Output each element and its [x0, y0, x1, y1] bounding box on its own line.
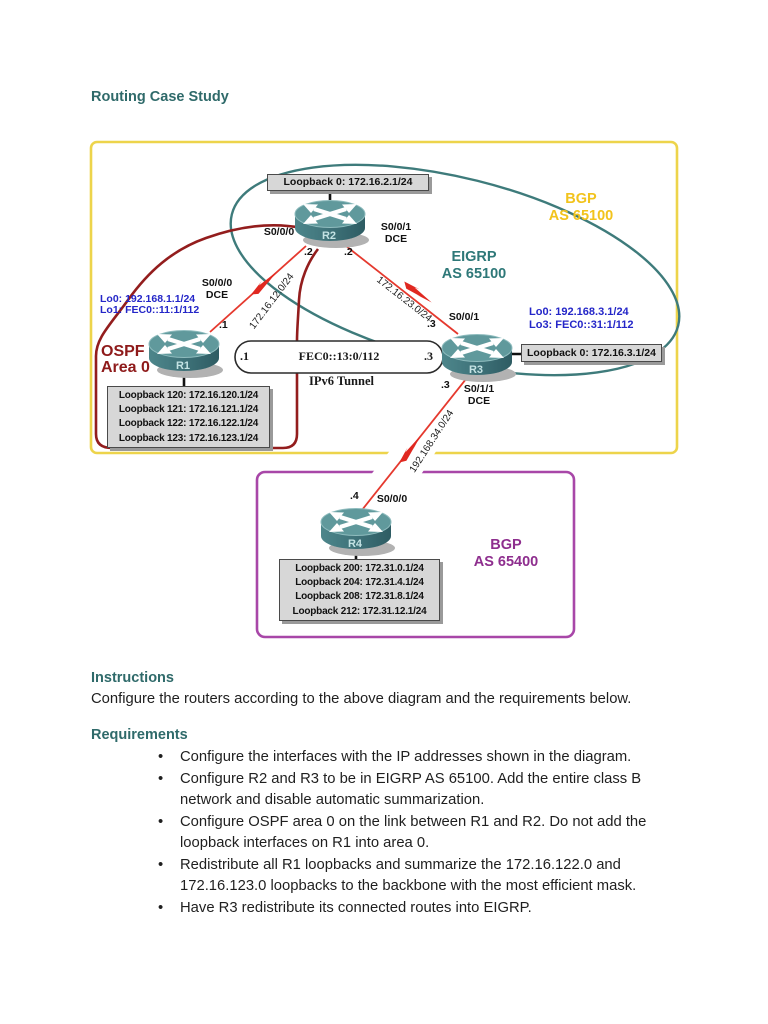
bgp-as65100-line2: AS 65100	[548, 208, 614, 224]
bgp-as65100-label: BGP AS 65100	[535, 191, 627, 225]
requirement-text-3: Configure OSPF area 0 on the link betwee…	[180, 813, 647, 852]
r1-loopback-121: Loopback 121: 172.16.121.1/24	[118, 404, 259, 416]
r3-loopback-box: Loopback 0: 172.16.3.1/24	[521, 344, 662, 362]
ospf-area0-label: OSPF Area 0	[101, 344, 181, 376]
requirement-item: • Redistribute all R1 loopbacks and summ…	[158, 855, 680, 898]
r2-dce: DCE	[384, 232, 408, 245]
requirement-item: • Have R3 redistribute its connected rou…	[158, 898, 680, 920]
r3-lo3: Lo3: FEC0::31:1/112	[529, 318, 634, 331]
r1-lo-labels: Lo0: 192.168.1.1/24 Lo1: FEC0::11:1/112	[100, 294, 199, 316]
requirements-heading: Requirements	[91, 727, 188, 743]
subnet-r1-r2: 172.16.12.0/24	[247, 271, 297, 332]
ospf-line1: OSPF	[101, 343, 145, 360]
router-r3-icon: R3	[442, 335, 516, 383]
r2-loopback-box: Loopback 0: 172.16.2.1/24	[267, 174, 429, 191]
bgp-as65100-line1: BGP	[565, 191, 597, 207]
r4-ip: .4	[350, 490, 359, 502]
requirement-item: • Configure OSPF area 0 on the link betw…	[158, 812, 680, 855]
tunnel-caption: IPv6 Tunnel	[309, 374, 374, 388]
requirement-text-5: Have R3 redistribute its connected route…	[180, 899, 532, 916]
r2-s000-label: S0/0/0	[263, 226, 295, 238]
router-r3-label: R3	[469, 364, 483, 376]
subnet-r3-r4: 192.168.34.0/24	[407, 408, 457, 475]
r1-ip: .1	[219, 319, 228, 331]
r3-lo0: Lo0: 192.168.3.1/24	[529, 306, 629, 318]
r4-loopback-212: Loopback 212: 172.31.12.1/24	[292, 605, 427, 617]
requirement-text-1: Configure the interfaces with the IP add…	[180, 749, 632, 765]
r3-s011-dce-label: S0/1/1 DCE	[459, 383, 499, 407]
r1-s000-dce-label: S0/0/0 DCE	[197, 277, 237, 301]
r2-right-ip: .2	[344, 246, 353, 258]
tunnel-address: FEC0::13:0/112	[298, 349, 380, 363]
r3-s011: S0/1/1	[463, 383, 495, 395]
router-r4-icon: R4	[321, 509, 395, 557]
r3-s001-label: S0/0/1	[448, 311, 480, 323]
requirement-text-2: Configure R2 and R3 to be in EIGRP AS 65…	[180, 770, 642, 809]
r3-dce: DCE	[467, 394, 491, 407]
link-r3-r4	[361, 373, 471, 511]
instructions-heading: Instructions	[91, 670, 174, 686]
page-title: Routing Case Study	[91, 89, 229, 105]
ospf-line2: Area 0	[101, 359, 150, 376]
r4-loopback-208: Loopback 208: 172.31.8.1/24	[295, 591, 424, 603]
bullet-marker: •	[158, 856, 164, 873]
bullet-marker: •	[158, 749, 164, 765]
r4-loopback-204: Loopback 204: 172.31.4.1/24	[295, 577, 424, 589]
r1-s000: S0/0/0	[201, 277, 233, 289]
r4-loopback-box: Loopback 200: 172.31.0.1/24 Loopback 204…	[279, 559, 440, 621]
instructions-body: Configure the routers according to the a…	[91, 691, 632, 707]
r3-lo-labels: Lo0: 192.168.3.1/24 Lo3: FEC0::31:1/112	[529, 306, 634, 331]
router-r2-icon: R2	[295, 201, 369, 249]
router-r4-label: R4	[348, 538, 363, 550]
bgp-as65400-line1: BGP	[490, 537, 522, 553]
r1-lo0: Lo0: 192.168.1.1/24	[100, 293, 196, 305]
r1-loopback-box: Loopback 120: 172.16.120.1/24 Loopback 1…	[107, 386, 270, 448]
r2-s001: S0/0/1	[380, 221, 412, 233]
bgp-as65400-label: BGP AS 65400	[456, 537, 556, 571]
r1-loopback-123: Loopback 123: 172.16.123.1/24	[118, 432, 259, 444]
eigrp-as65100-label: EIGRP AS 65100	[424, 249, 524, 283]
r1-lo1: Lo1: FEC0::11:1/112	[100, 303, 200, 316]
requirement-text-4: Redistribute all R1 loopbacks and summar…	[180, 856, 637, 895]
r2-s001-dce-label: S0/0/1 DCE	[375, 221, 417, 245]
bullet-marker: •	[158, 899, 164, 916]
requirement-item: • Configure R2 and R3 to be in EIGRP AS …	[158, 769, 680, 812]
link-r3-r4-casing	[350, 364, 482, 520]
r1-loopback-120: Loopback 120: 172.16.120.1/24	[118, 390, 259, 401]
requirements-list: • Configure the interfaces with the IP a…	[158, 747, 680, 919]
requirement-item: • Configure the interfaces with the IP a…	[158, 747, 680, 769]
r2-left-ip: .2	[304, 246, 313, 258]
tunnel-left-ip: .1	[240, 349, 249, 363]
r4-s000-label: S0/0/0	[376, 493, 408, 505]
bullet-marker: •	[158, 813, 164, 830]
bullet-marker: •	[158, 770, 164, 787]
r1-loopback-122: Loopback 122: 172.16.122.1/24	[118, 418, 259, 430]
bgp-as65400-line2: AS 65400	[473, 554, 539, 570]
tunnel-right-ip: .3	[424, 349, 433, 363]
eigrp-line1: EIGRP	[451, 249, 497, 265]
eigrp-line2: AS 65100	[441, 266, 507, 282]
r3-top-ip: .3	[427, 318, 436, 330]
r4-loopback-200: Loopback 200: 172.31.0.1/24	[295, 563, 424, 574]
router-r2-label: R2	[322, 230, 336, 242]
r1-dce: DCE	[205, 288, 229, 301]
r3-bottom-ip: .3	[441, 379, 450, 391]
